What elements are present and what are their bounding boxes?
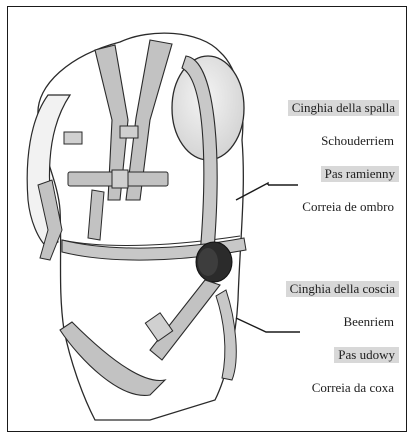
label-shoulder-pt: Correia de ombro: [302, 199, 394, 215]
chest-buckle-left: [64, 132, 82, 144]
chest-buckle-center: [112, 170, 128, 188]
label-shoulder-it: Cinghia della spalla: [288, 100, 399, 116]
label-thigh-pl: Pas udowy: [334, 347, 399, 363]
chest-buckle-right: [120, 126, 138, 138]
label-thigh-pt: Correia da coxa: [312, 380, 394, 396]
label-shoulder-pl: Pas ramienny: [321, 166, 399, 182]
label-shoulder-nl: Schouderriem: [321, 133, 394, 149]
callout-thigh: [236, 318, 300, 332]
label-thigh-it: Cinghia della coscia: [286, 281, 399, 297]
label-thigh-nl: Beenriem: [343, 314, 394, 330]
